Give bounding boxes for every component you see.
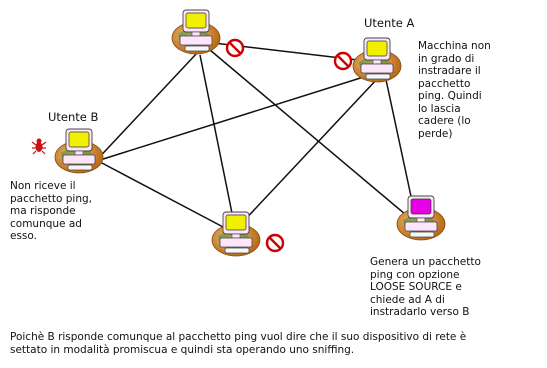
link-a-bottom [239,77,379,226]
no-entry-icon [265,233,285,253]
node-user-a-computer [352,37,402,83]
diagram-caption: Poichè B risponde comunque al pacchetto … [10,331,467,356]
link-top-attacker [209,49,413,221]
bug-icon [31,138,47,155]
user-a-note: Macchina non in grado di instradare il p… [418,40,491,140]
link-top-b [91,51,199,166]
attacker-note: Genera un pacchetto ping con opzione LOO… [370,256,481,318]
link-a-b [99,74,371,161]
computer-icon [396,195,446,241]
user-a-label: Utente A [364,16,415,30]
link-a-attacker [384,74,416,216]
node-bottom-computer [211,211,261,257]
node-top-computer [171,9,221,55]
computer-icon [171,9,221,55]
computer-icon [54,128,104,174]
user-b-label: Utente B [48,110,99,124]
link-top-bottom [199,54,236,229]
node-attacker-computer [396,195,446,241]
user-b-note: Non riceve il pacchetto ping, ma rispond… [10,180,92,242]
no-entry-icon [333,51,353,71]
network-links [91,41,416,229]
computer-icon [211,211,261,257]
node-user-b-computer [54,128,104,174]
link-b-bottom [99,161,226,229]
no-entry-icon [225,38,245,58]
computer-icon [352,37,402,83]
